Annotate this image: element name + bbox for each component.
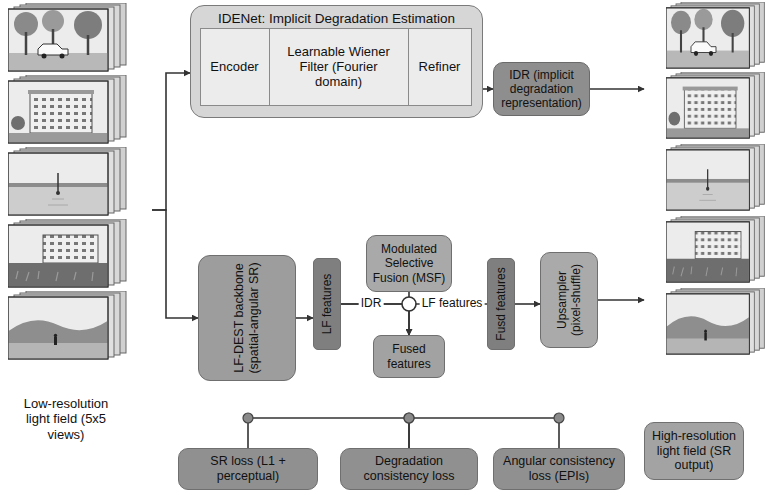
node-label: Low-resolution light field (5x5 views) [23,396,109,442]
wiener-filter-block: Learnable Wiener Filter (Fourier domain) [269,28,409,106]
feature-box: Fusd features [487,258,515,350]
module-panel: IDENet: Implicit Degradation EstimationE… [190,5,483,118]
lr-view-image [8,219,126,287]
hr-view-image [666,2,764,68]
junction-circle [402,297,416,311]
node-label: Angular consistency loss (EPIs) [498,454,620,484]
loss-box: SR loss (L1 + perceptual) [178,448,318,490]
node-label: Upsampler (pixel-shuffle) [555,256,583,344]
backbone-box: LF-DEST backbone (spatial-angular SR) [198,255,296,381]
node-label: Refiner [419,59,461,74]
loss-box: Angular consistency loss (EPIs) [493,448,625,490]
hr-view-image [666,72,764,138]
junction-dot [404,413,414,423]
junction-dot [554,413,564,423]
connector [598,299,644,301]
connector [409,418,559,448]
fusion-box: Modulated Selective Fusion (MSF) [366,235,452,292]
encoder-block: Encoder [200,28,270,106]
connector [248,418,409,448]
node-label: LF features [320,262,334,346]
fused-box: Fused features [373,335,445,378]
lr-view-image [8,3,126,71]
node-label: Modulated Selective Fusion (MSF) [371,242,447,284]
lr-view-image [8,291,126,359]
connector [483,88,493,90]
node-label: Encoder [210,59,258,74]
node-label: Degradation consistency loss [345,454,473,484]
upsampler-box: Upsampler (pixel-shuffle) [540,252,598,348]
idr-box: IDR (implicit degradation representation… [493,62,590,116]
connector [152,210,198,318]
lr-view-image [8,147,126,215]
connector [296,317,313,319]
output-label: High-resolution light field (SR output) [644,422,744,480]
node-label: Fused features [378,342,440,370]
junction-dot [243,413,253,423]
lr-view-image [8,75,126,143]
feature-box: LF features [313,258,341,350]
node-label: IDR (implicit degradation representation… [498,68,585,110]
node-label: IDENet: Implicit Degradation Estimation [218,11,455,27]
node-label: Fusd features [494,262,508,346]
edge-label: IDR [359,297,384,310]
loss-box: Degradation consistency loss [340,448,478,490]
edge-label: LF features [420,297,485,310]
node-label: Learnable Wiener Filter (Fourier domain) [287,44,391,90]
connector [152,73,190,210]
junction-dot [404,413,414,423]
refiner-block: Refiner [408,28,472,106]
input-light-field: Low-resolution light field (5x5 views) [5,2,152,448]
connector [590,88,644,90]
output-light-field: High-resolution light field (SR output) [644,2,766,486]
connector [515,303,540,305]
node-label: LF-DEST backbone (spatial-angular SR) [232,259,262,377]
node-label: SR loss (L1 + perceptual) [183,454,313,484]
hr-view-image [666,144,764,210]
hr-view-image [666,216,764,282]
hr-view-image [666,288,764,354]
